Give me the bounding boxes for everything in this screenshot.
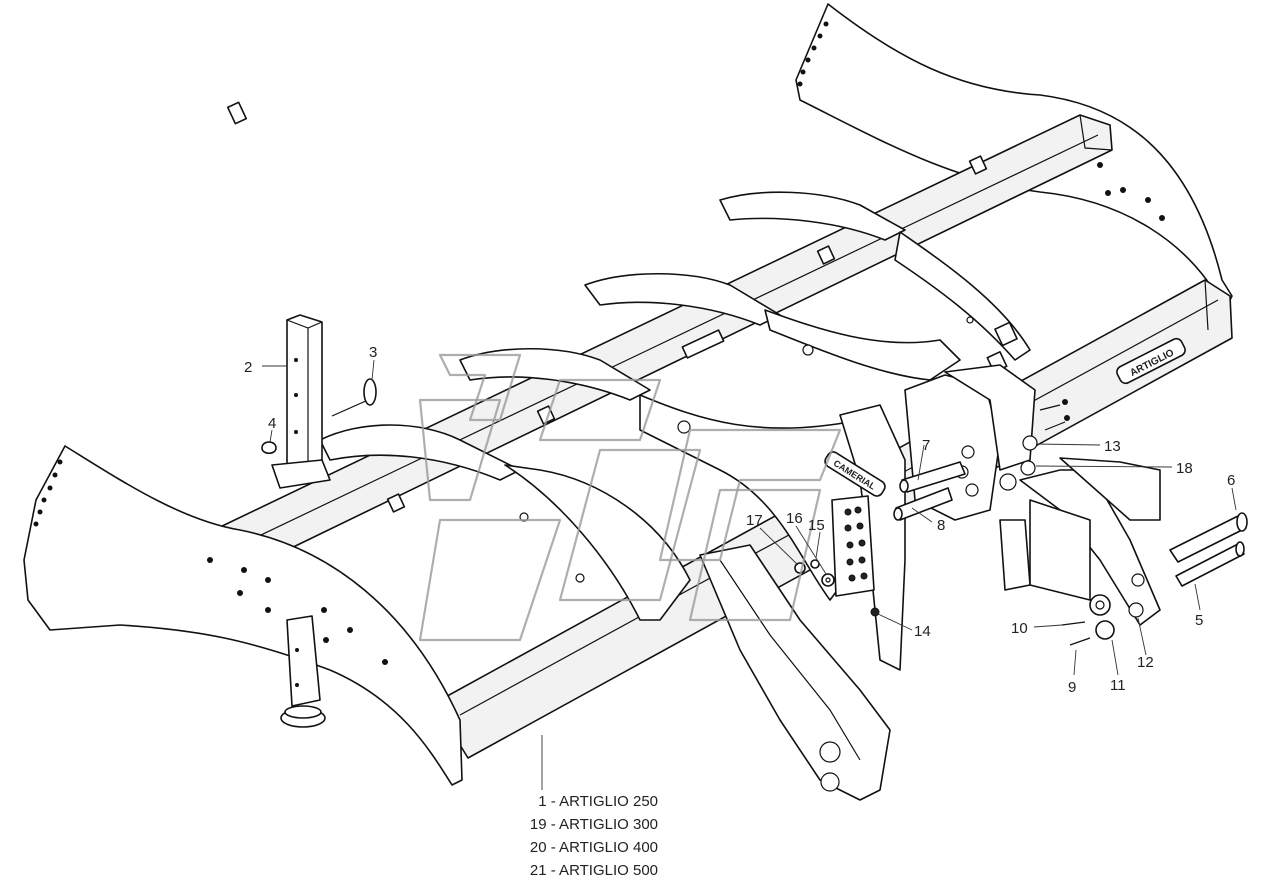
callouts: 2 3 4 5 6 7 8 9 10 11 12 13 14 15 16 17 … bbox=[244, 344, 1235, 696]
callout-18: 18 bbox=[1176, 460, 1193, 477]
stand-pin-3 bbox=[331, 378, 377, 417]
nut-14 bbox=[870, 607, 880, 617]
brand-plate bbox=[824, 451, 886, 497]
bolts-9-10 bbox=[1039, 399, 1091, 646]
callout-3: 3 bbox=[369, 344, 377, 361]
callout-11: 11 bbox=[1110, 677, 1126, 694]
washer-13 bbox=[1022, 435, 1038, 451]
lower-link-arm bbox=[699, 544, 891, 801]
bushing-12 bbox=[1128, 602, 1144, 618]
washer-15 bbox=[810, 559, 820, 569]
callout-4: 4 bbox=[268, 415, 276, 432]
pin-5 bbox=[1175, 543, 1245, 587]
model-line-3: 20 - ARTIGLIO 400 bbox=[530, 839, 658, 856]
mounting-plate bbox=[831, 495, 875, 597]
callout-14: 14 bbox=[914, 623, 931, 640]
callout-15: 15 bbox=[808, 517, 825, 534]
artiglio-nameplate bbox=[1116, 337, 1186, 385]
stand-clip-4 bbox=[261, 441, 277, 455]
callout-8: 8 bbox=[937, 517, 945, 534]
callout-2: 2 bbox=[244, 359, 252, 376]
callout-16: 16 bbox=[786, 510, 803, 527]
callout-10: 10 bbox=[1011, 620, 1028, 637]
parking-stand bbox=[271, 314, 331, 728]
callout-12: 12 bbox=[1137, 654, 1154, 671]
lower-link-pin bbox=[819, 741, 841, 763]
right-plate-holes bbox=[797, 21, 1165, 221]
callout-9: 9 bbox=[1068, 679, 1076, 696]
model-line-1: 1 - ARTIGLIO 250 bbox=[538, 793, 658, 810]
callout-13: 13 bbox=[1104, 438, 1121, 455]
watermark bbox=[418, 353, 842, 642]
callout-7: 7 bbox=[922, 437, 930, 454]
model-line-4: 21 - ARTIGLIO 500 bbox=[530, 862, 658, 879]
callout-5: 5 bbox=[1195, 612, 1203, 629]
callout-6: 6 bbox=[1227, 472, 1235, 489]
hitch-block bbox=[1029, 499, 1091, 601]
beam-clamps bbox=[226, 101, 1018, 513]
model-line-2: 19 - ARTIGLIO 300 bbox=[530, 816, 658, 833]
left-end-plate bbox=[23, 445, 463, 786]
left-plate-holes bbox=[33, 459, 388, 665]
model-list: 1 - ARTIGLIO 250 19 - ARTIGLIO 300 20 - … bbox=[530, 793, 658, 879]
leader-lines bbox=[262, 359, 1237, 790]
beam-cover-plate bbox=[681, 329, 725, 359]
callout-17: 17 bbox=[746, 512, 763, 529]
